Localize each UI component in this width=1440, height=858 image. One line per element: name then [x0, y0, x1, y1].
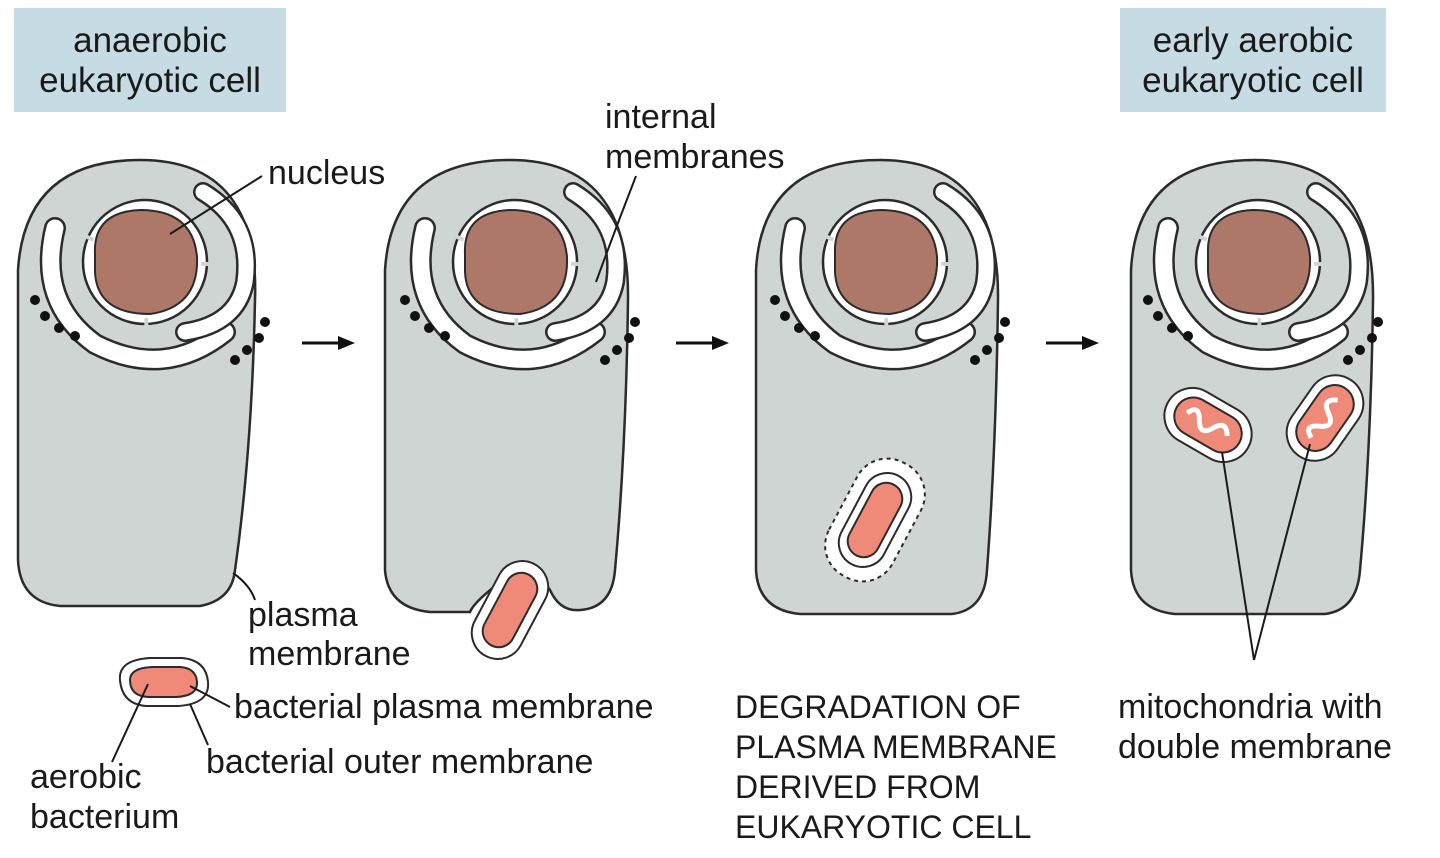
title-anaerobic-line1: anaerobic [73, 21, 227, 60]
label-internal-membranes-line2: membranes [605, 138, 785, 176]
label-degradation-line1: DEGRADATION OF [735, 689, 1021, 725]
leader-bacterial-outer [189, 703, 209, 746]
title-anaerobic-line2: eukaryotic cell [39, 61, 261, 100]
leader-mito-left [1221, 451, 1255, 661]
title-box-early-aerobic [1120, 8, 1386, 112]
label-bacterial-plasma-membrane: bacterial plasma membrane [234, 688, 654, 726]
arrow-3 [1046, 336, 1099, 350]
degrading-vesicle [824, 457, 926, 583]
mitochondrion-left [1163, 387, 1253, 463]
cell-anaerobic [16, 158, 270, 608]
label-aerobic-bacterium-line2: bacterium [30, 798, 179, 836]
label-degradation-line2: PLASMA MEMBRANE [735, 729, 1057, 765]
label-mitochondria-line1: mitochondria with [1118, 688, 1383, 726]
title-box-anaerobic [14, 8, 286, 112]
label-plasma-membrane-line1: plasma [248, 596, 358, 634]
label-mitochondria-line2: double membrane [1118, 728, 1392, 766]
leader-bacterial-plasma [189, 685, 231, 708]
leader-mito-right [1253, 443, 1311, 661]
cell-early-aerobic [1129, 158, 1383, 616]
leader-nucleus [169, 175, 263, 235]
leader-aerobic-bacterium [111, 683, 149, 763]
engulfed-bacterium [470, 560, 550, 660]
label-bacterial-outer-membrane: bacterial outer membrane [206, 743, 593, 781]
cell-degradation [754, 158, 1010, 616]
arrow-2 [676, 336, 729, 350]
title-early-aerobic-line2: eukaryotic cell [1142, 61, 1364, 100]
label-nucleus: nucleus [268, 154, 385, 192]
label-internal-membranes-line1: internal [605, 98, 717, 136]
cell-engulfing [383, 158, 640, 614]
title-early-aerobic-line1: early aerobic [1153, 21, 1353, 60]
label-aerobic-bacterium-line1: aerobic [30, 758, 142, 796]
label-degradation-line3: DERIVED FROM [735, 769, 980, 805]
leader-internal-membranes [595, 175, 637, 283]
label-degradation-line4: EUKARYOTIC CELL [735, 809, 1031, 845]
aerobic-bacterium [118, 657, 210, 707]
leader-plasma-membrane [232, 572, 256, 601]
label-plasma-membrane-line2: membrane [248, 635, 411, 673]
mitochondrion-right [1285, 374, 1365, 462]
arrow-1 [302, 336, 355, 350]
